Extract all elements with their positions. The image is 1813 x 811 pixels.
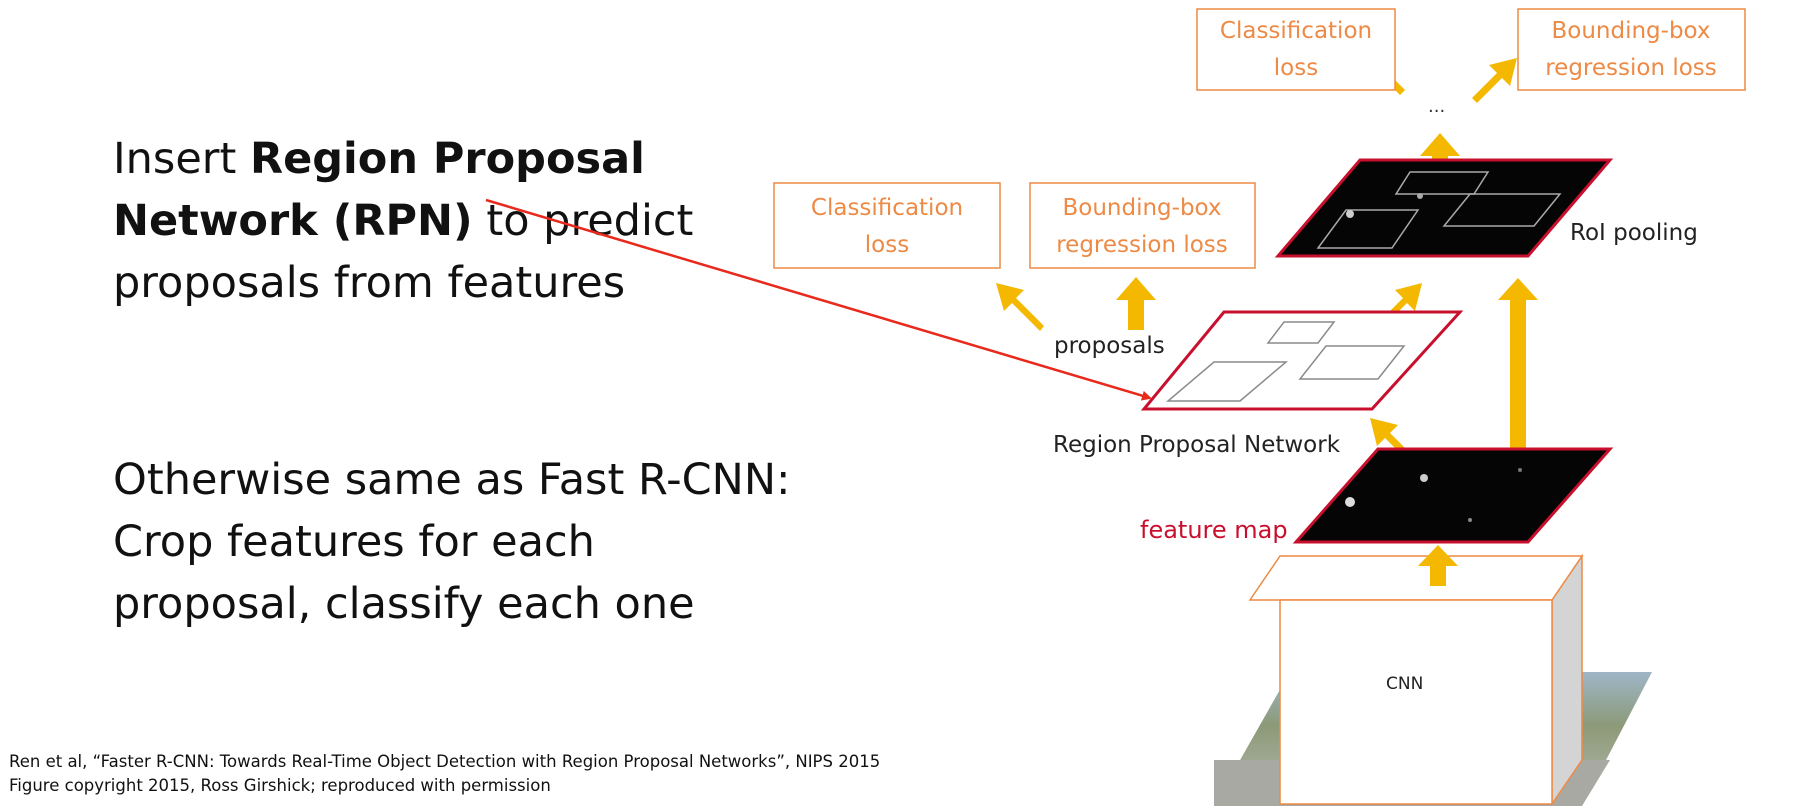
bullet-fast-rcnn: Otherwise same as Fast R-CNN: Crop featu…: [113, 449, 790, 635]
arrow-to-top-bbox: [1472, 58, 1517, 103]
top-cls-line2: loss: [1274, 55, 1318, 81]
arrow-proposals-to-cls: [996, 283, 1044, 331]
rpn-bbox-line1: Bounding-box: [1062, 195, 1221, 221]
rpn-classification-loss-box: Classification loss: [773, 182, 1001, 269]
proposals-label: proposals: [1054, 333, 1165, 359]
top-bbox-line1: Bounding-box: [1551, 18, 1710, 44]
top-cls-line1: Classification: [1220, 18, 1372, 44]
arrow-feature-to-roi: [1498, 278, 1538, 478]
roi-pooling-label: RoI pooling: [1570, 220, 1698, 246]
bold-term: Region Proposal: [250, 134, 645, 184]
bullet-fast-rcnn-line2: Crop features for each: [113, 517, 595, 567]
cnn-box: [1248, 553, 1584, 807]
bullet-rpn-line1: Insert Region Proposal: [113, 134, 645, 184]
bullet-fast-rcnn-line3: proposal, classify each one: [113, 579, 695, 629]
arrow-proposals-to-bbox: [1116, 277, 1156, 330]
rpn-cls-line2: loss: [865, 232, 909, 258]
cnn-label: CNN: [1386, 674, 1423, 694]
rpn-cls-line1: Classification: [811, 195, 963, 221]
bullet-fast-rcnn-line1: Otherwise same as Fast R-CNN:: [113, 455, 791, 505]
citation: Ren et al, “Faster R-CNN: Towards Real-T…: [9, 750, 880, 798]
proposals-plane: [1140, 310, 1464, 411]
rpn-bbox-line2: regression loss: [1056, 232, 1228, 258]
citation-line1: Ren et al, “Faster R-CNN: Towards Real-T…: [9, 752, 881, 771]
rpn-label: Region Proposal Network: [1053, 432, 1341, 458]
top-classification-loss-box: Classification loss: [1196, 8, 1396, 91]
bullet-rpn-line3: proposals from features: [113, 258, 626, 308]
feature-map-label: feature map: [1140, 516, 1288, 544]
red-pointer-arrow: [485, 198, 1152, 401]
citation-line2: Figure copyright 2015, Ross Girshick; re…: [9, 776, 551, 795]
bullet-rpn: Insert Region Proposal Network (RPN) to …: [113, 128, 693, 314]
bullet-rpn-line2: Network (RPN) to predict: [113, 196, 694, 246]
ellipsis: ...: [1428, 96, 1445, 117]
roi-pooling-plane: [1274, 158, 1614, 258]
top-bbox-loss-box: Bounding-box regression loss: [1517, 8, 1746, 91]
rpn-bbox-loss-box: Bounding-box regression loss: [1029, 182, 1256, 269]
top-bbox-line2: regression loss: [1545, 55, 1717, 81]
bold-term: Network (RPN): [113, 196, 473, 246]
feature-map-plane: [1292, 447, 1614, 544]
arrow-cnn-to-feature: [1418, 545, 1458, 586]
